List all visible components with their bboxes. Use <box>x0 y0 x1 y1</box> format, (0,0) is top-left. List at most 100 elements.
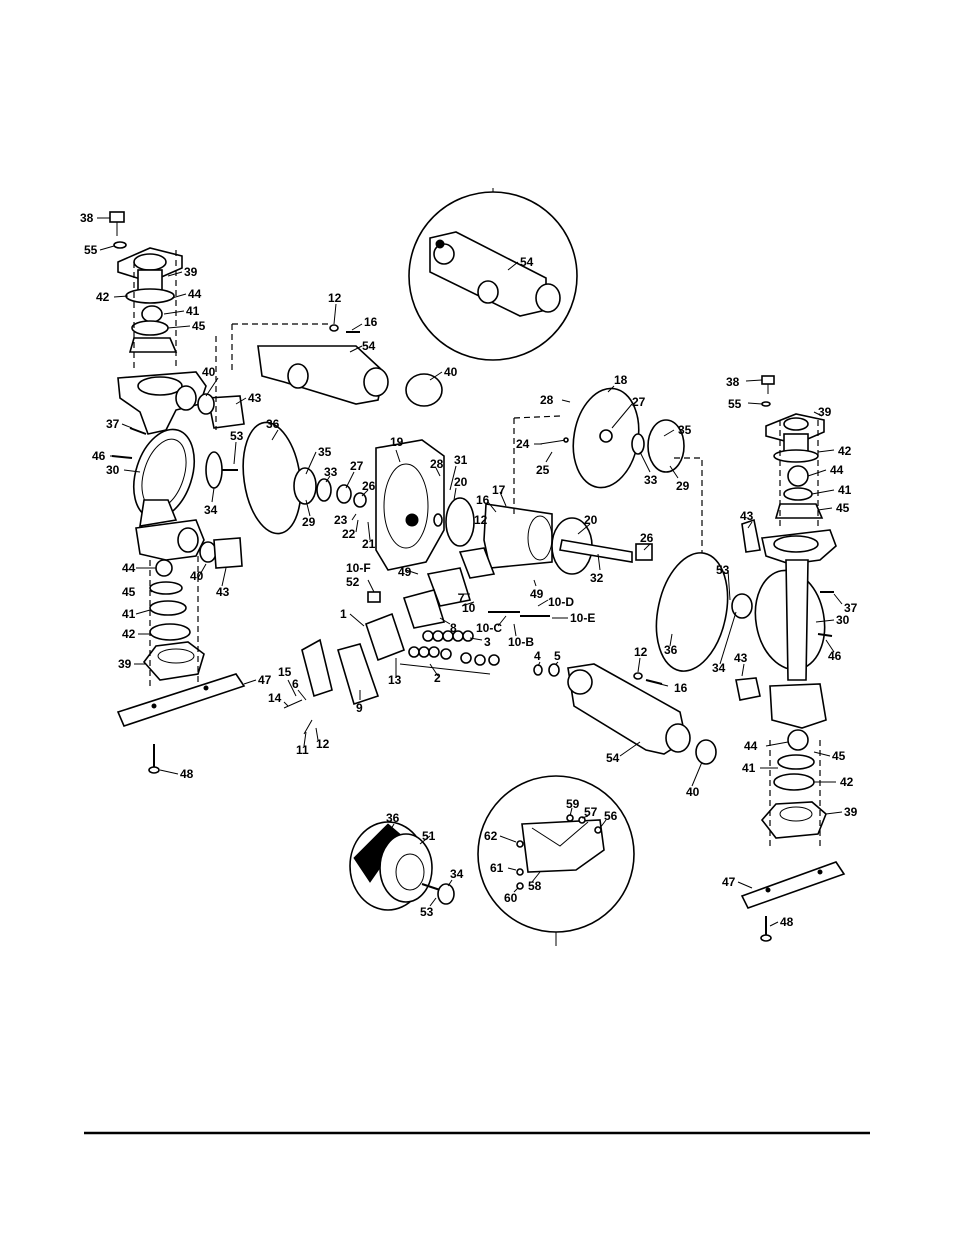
callout-26: 26 <box>362 479 376 493</box>
callout-39: 39 <box>184 265 198 279</box>
callout-34: 34 <box>712 661 726 675</box>
callout-10-d: 10-D <box>548 595 574 609</box>
callout-30: 30 <box>836 613 850 627</box>
callout-54: 54 <box>362 339 376 353</box>
callout-42: 42 <box>840 775 854 789</box>
callout-45: 45 <box>836 501 850 515</box>
callout-28: 28 <box>430 457 444 471</box>
callout-21: 21 <box>362 537 376 551</box>
callout-43: 43 <box>740 509 754 523</box>
callout-39: 39 <box>118 657 132 671</box>
callout-41: 41 <box>186 304 200 318</box>
center-block-group <box>483 387 753 672</box>
callout-18: 18 <box>614 373 628 387</box>
callout-12: 12 <box>634 645 648 659</box>
callout-39: 39 <box>818 405 832 419</box>
callout-35: 35 <box>318 445 332 459</box>
callout-36: 36 <box>664 643 678 657</box>
callout-47: 47 <box>258 673 272 687</box>
callout-10-e: 10-E <box>570 611 595 625</box>
callout-46: 46 <box>828 649 842 663</box>
callout-52: 52 <box>346 575 360 589</box>
callout-24: 24 <box>516 437 530 451</box>
callout-45: 45 <box>122 585 136 599</box>
callout-44: 44 <box>744 739 758 753</box>
callout-37: 37 <box>106 417 120 431</box>
callout-17: 17 <box>492 483 506 497</box>
callout-40: 40 <box>444 365 458 379</box>
callout-43: 43 <box>216 585 230 599</box>
callout-39: 39 <box>844 805 858 819</box>
callout-58: 58 <box>528 879 542 893</box>
callout-55: 55 <box>728 397 742 411</box>
callout-36: 36 <box>386 811 400 825</box>
callout-36: 36 <box>266 417 280 431</box>
callout-10-b: 10-B <box>508 635 534 649</box>
callout-20: 20 <box>454 475 468 489</box>
callout-43: 43 <box>248 391 262 405</box>
detail-inset-manifold <box>408 188 578 361</box>
callout-55: 55 <box>84 243 98 257</box>
bottom-manifold <box>567 663 717 765</box>
callout-2: 2 <box>434 671 441 685</box>
callout-20: 20 <box>584 513 598 527</box>
callout-9: 9 <box>356 701 363 715</box>
callout-49: 49 <box>530 587 544 601</box>
callout-38: 38 <box>726 375 740 389</box>
callout-44: 44 <box>188 287 202 301</box>
callout-34: 34 <box>450 867 464 881</box>
spool-stack-3 <box>422 630 474 642</box>
right-manifold-assembly <box>735 375 846 942</box>
callout-35: 35 <box>678 423 692 437</box>
callout-45: 45 <box>192 319 206 333</box>
spool-stack-2 <box>408 646 500 666</box>
callout-14: 14 <box>268 691 282 705</box>
callout-15: 15 <box>278 665 292 679</box>
callout-8: 8 <box>450 621 457 635</box>
callout-44: 44 <box>122 561 136 575</box>
callout-25: 25 <box>536 463 550 477</box>
callout-16: 16 <box>674 681 688 695</box>
callout-7: 7 <box>458 591 465 605</box>
callout-54: 54 <box>520 255 534 269</box>
callout-57: 57 <box>584 805 598 819</box>
callout-4: 4 <box>534 649 541 663</box>
callout-61: 61 <box>490 861 504 875</box>
top-manifold <box>215 323 443 430</box>
callout-28: 28 <box>540 393 554 407</box>
callout-41: 41 <box>838 483 852 497</box>
callout-40: 40 <box>202 365 216 379</box>
callout-33: 33 <box>644 473 658 487</box>
callout-32: 32 <box>590 571 604 585</box>
callout-3: 3 <box>484 635 491 649</box>
callout-53: 53 <box>420 905 434 919</box>
callout-51: 51 <box>422 829 436 843</box>
callout-27: 27 <box>350 459 364 473</box>
callout-41: 41 <box>122 607 136 621</box>
callout-29: 29 <box>676 479 690 493</box>
callout-56: 56 <box>604 809 618 823</box>
callout-40: 40 <box>686 785 700 799</box>
callout-27: 27 <box>632 395 646 409</box>
left-manifold-assembly <box>109 211 246 774</box>
callout-6: 6 <box>292 677 299 691</box>
callout-30: 30 <box>106 463 120 477</box>
callout-1: 1 <box>340 607 347 621</box>
callout-47: 47 <box>722 875 736 889</box>
callout-48: 48 <box>780 915 794 929</box>
callout-31: 31 <box>454 453 468 467</box>
callout-40: 40 <box>190 569 204 583</box>
callout-23: 23 <box>334 513 348 527</box>
callout-10-f: 10-F <box>346 561 371 575</box>
callout-46: 46 <box>92 449 106 463</box>
callout-5: 5 <box>554 649 561 663</box>
callout-42: 42 <box>96 290 110 304</box>
callout-53: 53 <box>716 563 730 577</box>
callout-labels: 38 55 39 42 44 41 45 40 43 37 46 30 53 3… <box>80 211 858 929</box>
callout-12: 12 <box>316 737 330 751</box>
detail-inset-bracket <box>477 775 635 946</box>
callout-10-c: 10-C <box>476 621 502 635</box>
detail-diaphragm <box>349 821 455 911</box>
callout-26: 26 <box>640 531 654 545</box>
